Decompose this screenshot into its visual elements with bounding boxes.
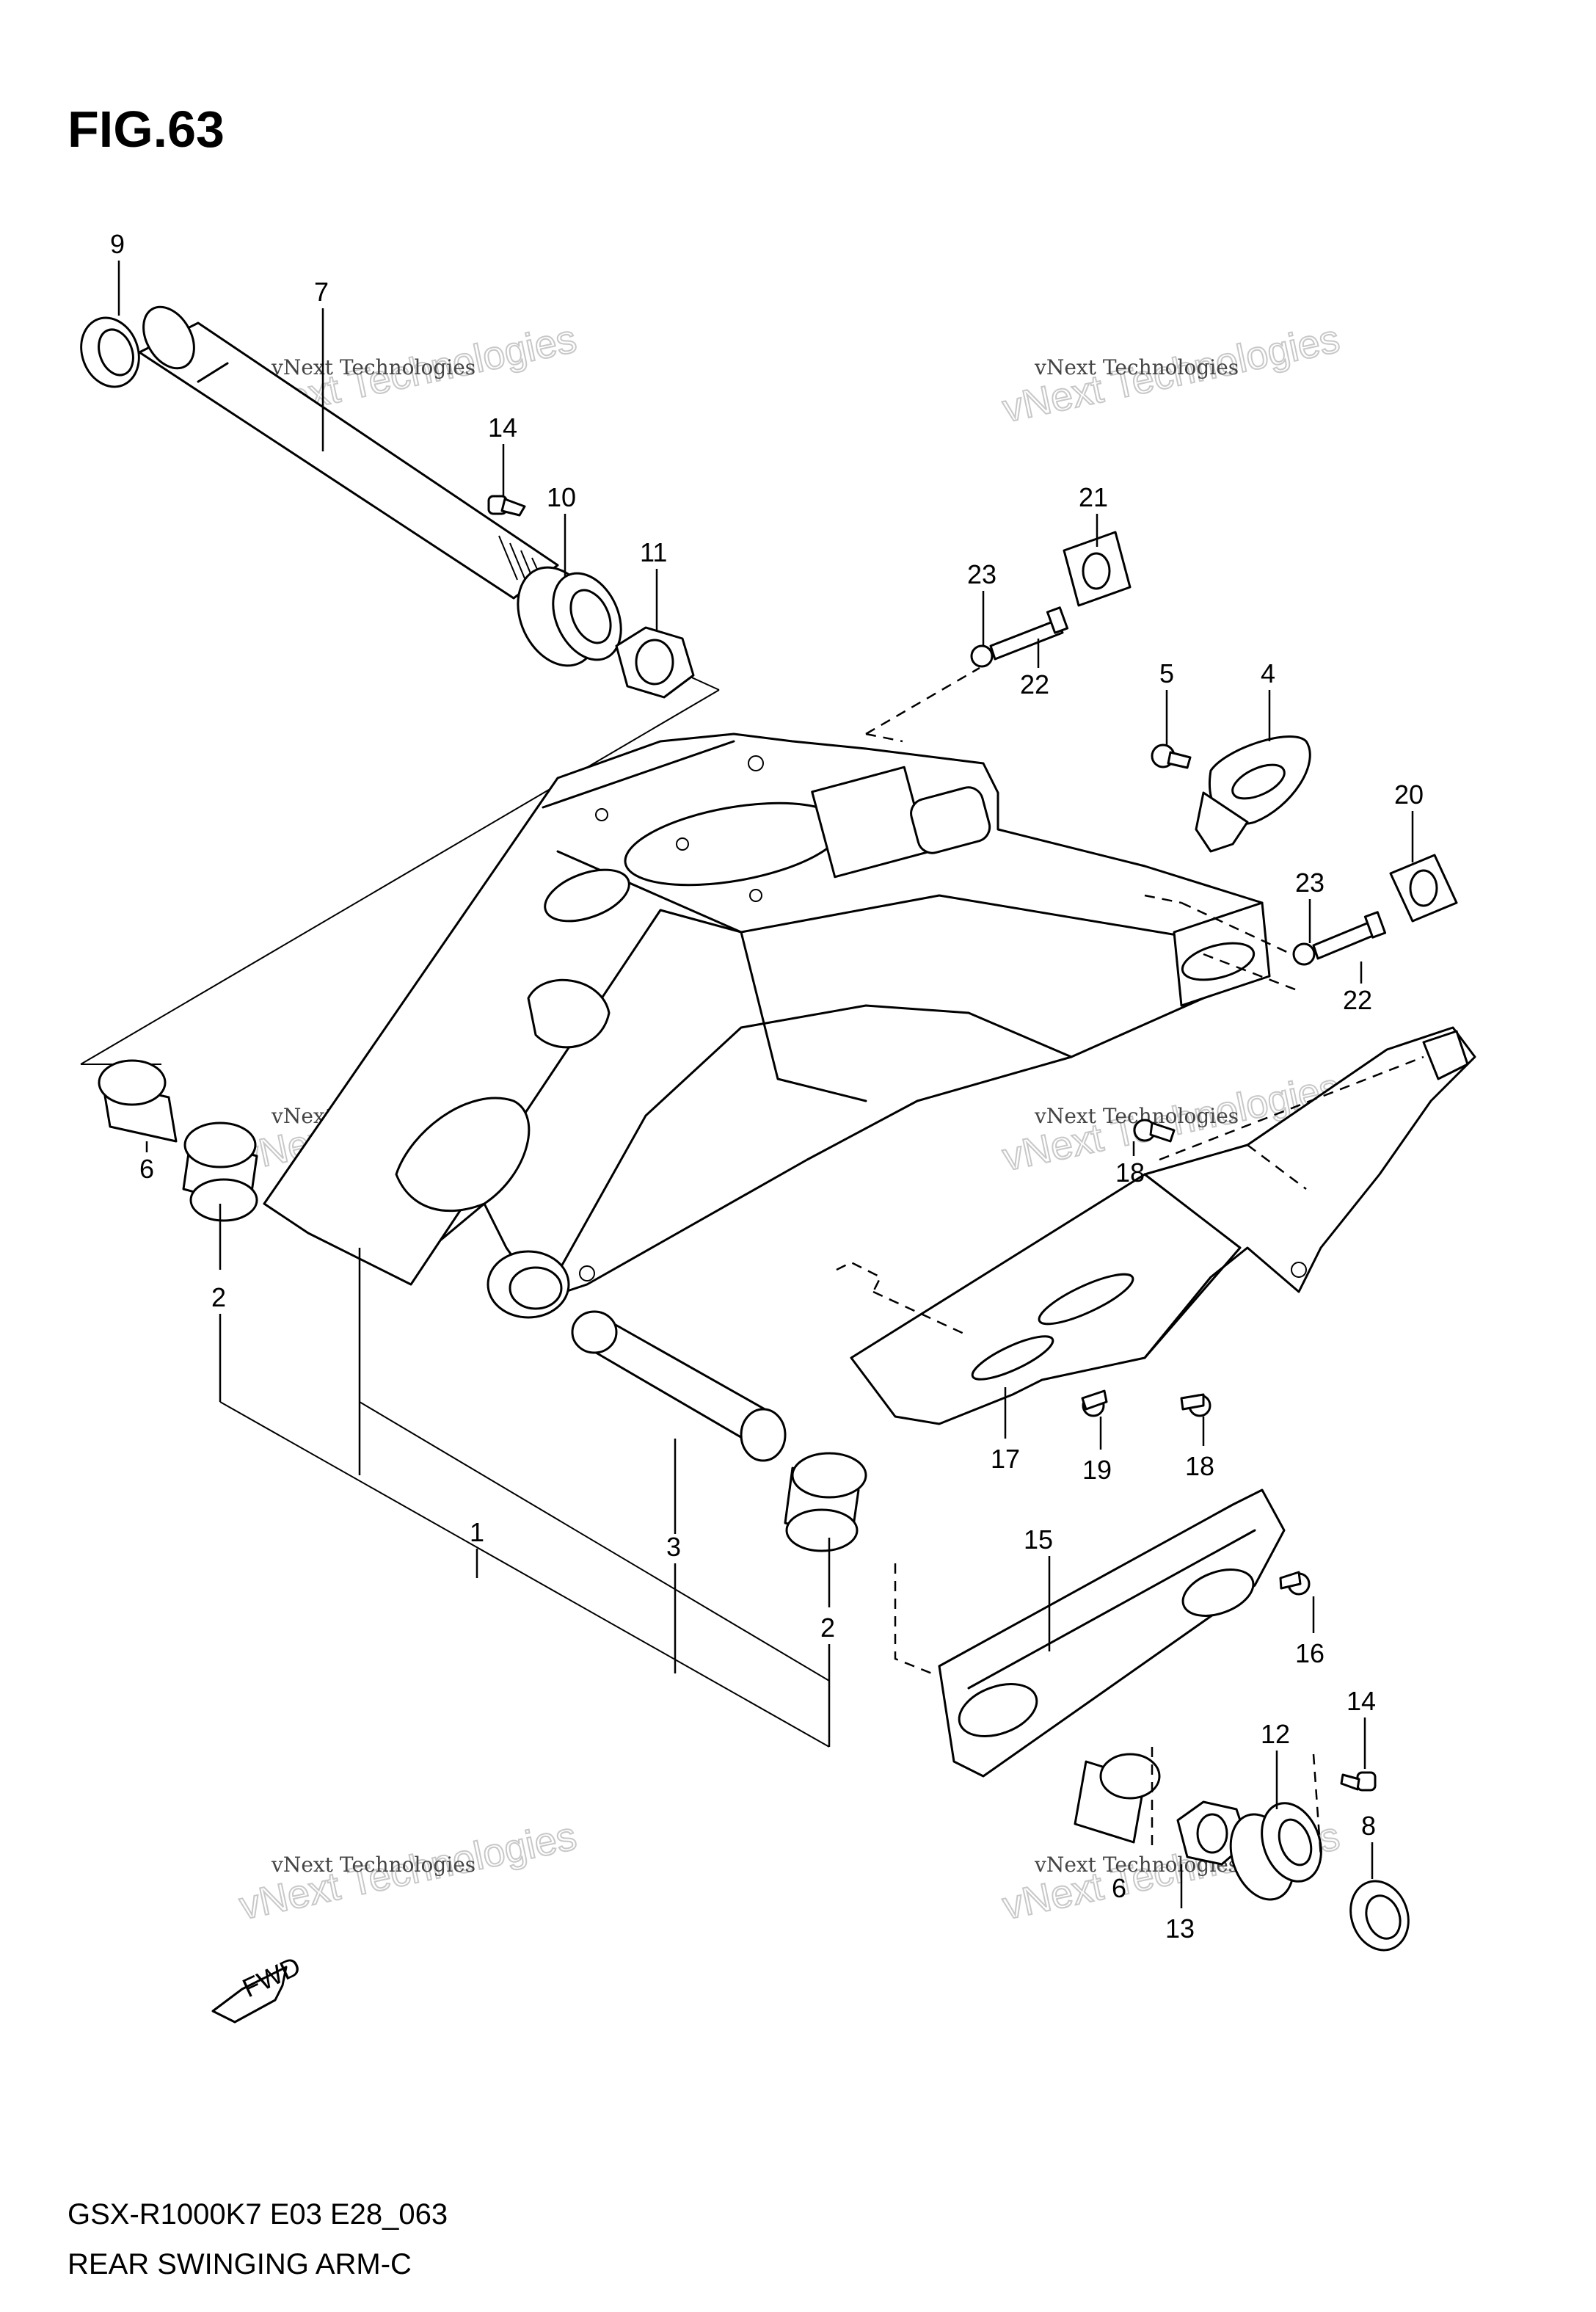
needle-bearing-right xyxy=(784,1452,867,1552)
callout-6-right: 6 xyxy=(1112,1873,1126,1903)
callout-18-upper: 18 xyxy=(1115,1157,1145,1188)
callout-15: 15 xyxy=(1024,1524,1053,1555)
chain-case-bolt-upper xyxy=(1133,1119,1176,1143)
callout-14-bottom: 14 xyxy=(1347,1686,1376,1716)
chain-adjuster-block-lower xyxy=(1389,854,1458,923)
swingarm xyxy=(263,733,1271,1319)
callout-22-lower: 22 xyxy=(1343,985,1372,1015)
adjuster-bolt-upper xyxy=(970,606,1069,668)
pivot-sleeve xyxy=(571,1310,787,1462)
callout-10: 10 xyxy=(547,482,576,512)
callout-2-right: 2 xyxy=(820,1613,835,1643)
pivot-shaft-nut xyxy=(1349,1880,1410,1952)
callout-8: 8 xyxy=(1361,1811,1376,1841)
callout-1: 1 xyxy=(470,1517,484,1547)
callout-11: 11 xyxy=(640,537,667,567)
callout-19: 19 xyxy=(1082,1455,1112,1485)
callout-4: 4 xyxy=(1261,658,1275,688)
pivot-bushing-right xyxy=(1074,1753,1161,1844)
callout-21: 21 xyxy=(1079,482,1108,512)
callout-23-upper: 23 xyxy=(967,559,996,589)
callout-22-upper: 22 xyxy=(1020,669,1049,699)
chain-buffer xyxy=(938,1488,1286,1778)
footer-assembly-name: REAR SWINGING ARM-C xyxy=(68,2248,412,2280)
callout-13: 13 xyxy=(1165,1913,1195,1944)
callout-12: 12 xyxy=(1261,1719,1290,1749)
pivot-bushing-left xyxy=(98,1059,178,1143)
chain-cover xyxy=(850,1026,1476,1425)
leader-lines xyxy=(117,261,1414,1908)
callout-2-left: 2 xyxy=(211,1282,226,1312)
callout-17: 17 xyxy=(991,1444,1020,1474)
needle-bearing-left xyxy=(182,1122,258,1222)
figure-title: FIG.63 xyxy=(68,101,225,158)
callout-3: 3 xyxy=(666,1532,681,1562)
pivot-adjuster xyxy=(517,566,622,667)
chain-cover-bolt xyxy=(1081,1389,1108,1417)
small-bolt-bottom xyxy=(1340,1771,1377,1792)
svg-text:vNext Technologies: vNext Technologies xyxy=(271,1853,475,1877)
callout-18-lower: 18 xyxy=(1185,1451,1214,1481)
svg-text:vNext Technologies: vNext Technologies xyxy=(1034,355,1239,379)
callout-5: 5 xyxy=(1159,658,1174,688)
chain-buffer-bolt xyxy=(1279,1571,1311,1596)
chain-case-bolt-lower xyxy=(1180,1393,1211,1417)
callout-16: 16 xyxy=(1295,1638,1324,1668)
pivot-adjuster-right xyxy=(1229,1802,1322,1901)
callout-23-lower: 23 xyxy=(1295,868,1324,898)
adjuster-bolt-lower xyxy=(1292,911,1387,966)
footer-model-code: GSX-R1000K7 E03 E28_063 xyxy=(68,2198,448,2231)
svg-text:vNext Technologies: vNext Technologies xyxy=(271,355,475,379)
callout-20: 20 xyxy=(1394,779,1424,810)
callout-numbers: 9 7 14 10 11 21 23 22 5 4 20 23 22 6 18 … xyxy=(110,229,1424,1944)
brake-hose-bracket xyxy=(1195,735,1311,853)
callout-6-left: 6 xyxy=(139,1154,154,1184)
alignment-dashes xyxy=(836,666,1424,1858)
chain-adjuster-block-upper xyxy=(1063,531,1132,607)
small-bolt-top xyxy=(487,495,526,517)
lock-nut xyxy=(615,626,695,699)
callout-9: 9 xyxy=(110,229,125,259)
bracket-bolt xyxy=(1151,744,1192,769)
callout-7: 7 xyxy=(314,277,329,307)
fwd-arrow-icon: FWD xyxy=(211,1950,305,2024)
callout-14-top: 14 xyxy=(488,412,517,443)
pivot-nut xyxy=(80,316,140,388)
